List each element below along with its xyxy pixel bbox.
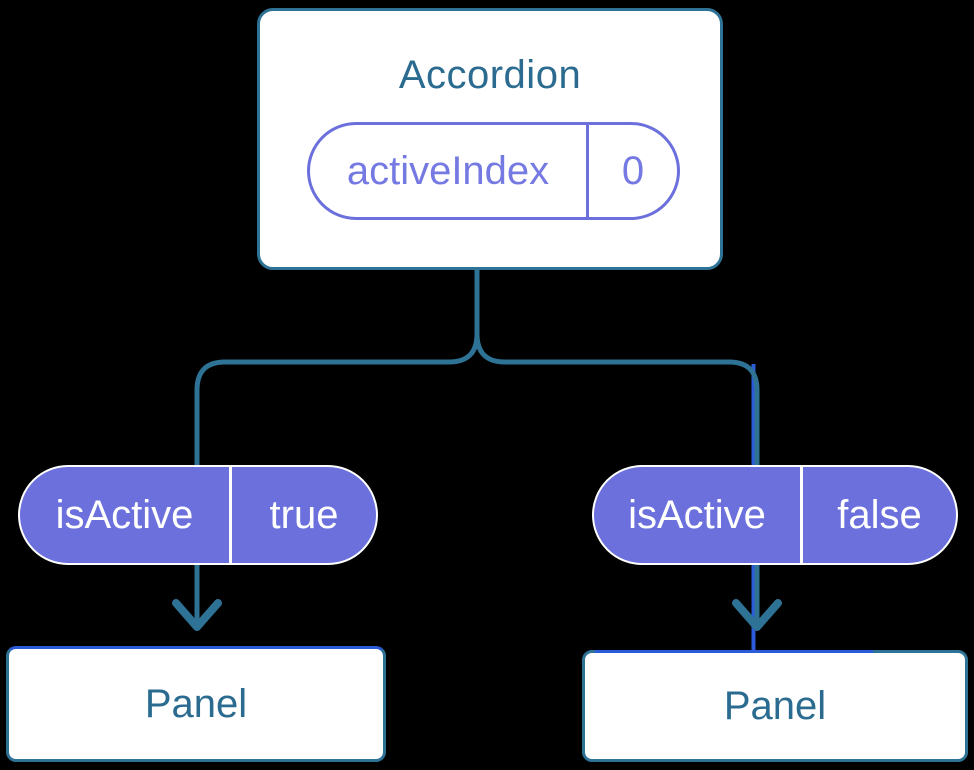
right-arrowhead-icon xyxy=(732,599,782,631)
left-arrowhead-icon xyxy=(172,599,222,631)
pill-divider xyxy=(800,467,803,563)
left-branch-line xyxy=(194,270,480,630)
prop-pill-isactive-false: isActive false xyxy=(592,465,958,565)
panel-node-right: Panel xyxy=(582,650,968,762)
panel-node-left: Panel xyxy=(6,646,386,762)
right-branch-line xyxy=(474,270,760,630)
prop-pill-value: true xyxy=(269,492,339,537)
panel-node-title: Panel xyxy=(723,683,827,728)
accordion-node: Accordion activeIndex 0 xyxy=(257,8,723,270)
accordion-node-title: Accordion xyxy=(398,53,582,97)
prop-pill-value: false xyxy=(837,492,922,537)
panel-top-accent xyxy=(595,650,873,653)
prop-pill-isactive-true: isActive true xyxy=(18,465,378,565)
pill-divider xyxy=(229,467,232,563)
panel-node-title: Panel xyxy=(144,681,248,726)
state-pill-activeindex: activeIndex 0 xyxy=(307,122,680,220)
pill-divider xyxy=(586,125,589,217)
prop-pill-name: isActive xyxy=(55,492,194,537)
state-pill-name: activeIndex xyxy=(346,148,550,193)
state-pill-value: 0 xyxy=(621,148,645,193)
prop-pill-name: isActive xyxy=(628,492,766,537)
